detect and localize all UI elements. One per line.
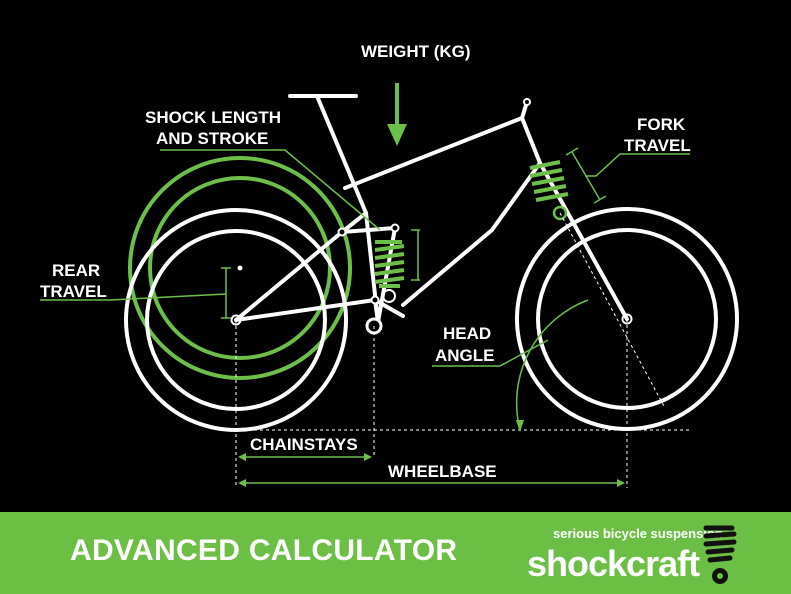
shock-length-label: SHOCK LENGTH [145, 108, 281, 127]
brand-tagline: serious bicycle suspension [553, 526, 723, 541]
bar-clamp [523, 98, 531, 106]
fork-spring [529, 160, 569, 202]
wheelbase-arrow-right [617, 479, 625, 487]
wheelbase-label: WHEELBASE [388, 462, 497, 481]
rear-wheel-compressed [128, 156, 352, 380]
head-angle-arc [432, 299, 589, 431]
pivot [337, 227, 347, 237]
fork-travel-bracket [565, 147, 690, 204]
fork-travel-label: TRAVEL [624, 136, 691, 155]
reference-lines [235, 212, 690, 488]
coil-logo-icon [703, 525, 737, 584]
calculator-title: ADVANCED CALCULATOR [70, 534, 458, 567]
head-label: HEAD [443, 324, 491, 343]
chainstays-label: CHAINSTAYS [250, 435, 358, 454]
shock-stroke-bracket [411, 229, 420, 281]
weight-label: WEIGHT (KG) [361, 42, 471, 61]
rear-shock-spring [374, 240, 405, 288]
rear-travel-bracket [40, 265, 243, 319]
fork-crown-pivot [552, 205, 568, 221]
top-tube [343, 116, 542, 190]
frame [234, 94, 629, 324]
seatpost [315, 94, 368, 215]
shock-stroke-label: AND STROKE [156, 129, 268, 148]
brand-logo-text: shockcraft [527, 543, 700, 584]
rear-travel-label: TRAVEL [40, 282, 107, 301]
bike-geometry-diagram: WEIGHT (KG) SHOCK LENGTH AND STROKE FORK… [40, 42, 739, 488]
head-angle-arrow [516, 420, 524, 432]
weight-arrow [387, 83, 407, 146]
head-angle-label: ANGLE [435, 346, 495, 365]
chainstay-arrow-left [238, 453, 246, 461]
rear-label: REAR [52, 261, 100, 280]
shock-eyelet [382, 289, 396, 303]
pivot [390, 223, 400, 233]
shock-leader [160, 149, 381, 231]
footer-banner: ADVANCED CALCULATOR serious bicycle susp… [0, 512, 791, 594]
chainstay-arrow-right [364, 453, 372, 461]
pivot [370, 295, 380, 305]
fork-label: FORK [637, 115, 686, 134]
down-tube [401, 161, 542, 307]
lower-link [373, 298, 405, 318]
wheelbase-arrow-left [238, 479, 246, 487]
